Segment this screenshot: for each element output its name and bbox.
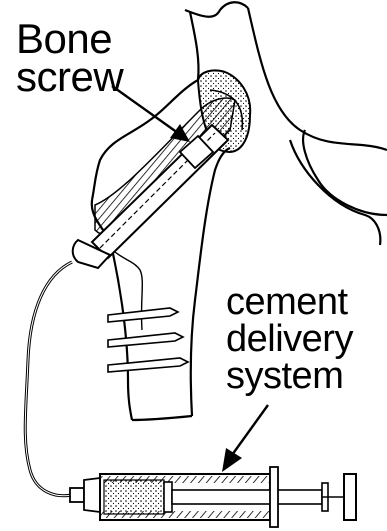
label-cement-line-3: system <box>226 357 343 395</box>
cortical-screws <box>108 308 188 372</box>
arrow-icon <box>222 405 268 472</box>
label-bone-screw-line-2: screw <box>16 56 123 98</box>
label-cement-line-1: cement <box>226 283 348 321</box>
bone-screw <box>73 125 228 268</box>
cortical-bone-hatch <box>95 98 235 235</box>
syringe-icon <box>70 467 356 527</box>
label-cement-line-2: delivery <box>226 320 353 358</box>
delivery-tube <box>25 262 72 496</box>
